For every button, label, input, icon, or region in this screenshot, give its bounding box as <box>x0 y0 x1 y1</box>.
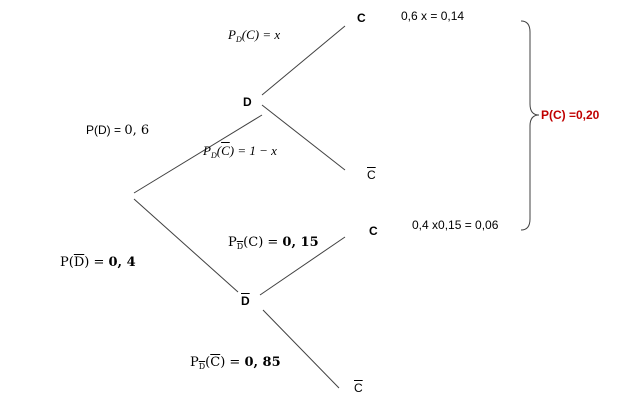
label-p-d-value: 0, 6 <box>124 123 150 138</box>
label-pdbar-c-sub: D <box>236 242 244 251</box>
edge-d-cbar <box>261 104 346 171</box>
label-pd-cbar-event: C <box>221 143 230 158</box>
label-p-dbar-event: D <box>73 255 85 270</box>
label-p-d: P(D) = 0, 6 <box>86 124 149 137</box>
summation-brace <box>520 20 540 231</box>
result-top: 0,6 x = 0,14 <box>401 9 465 23</box>
label-pdbar-c: PD(C) = 0, 15 <box>228 236 319 251</box>
result-low: 0,4 x0,15 = 0,06 <box>412 218 499 232</box>
edge-root-d <box>133 114 263 194</box>
label-pdbar-cbar: PD(C) = 0, 85 <box>190 356 281 371</box>
label-pdbar-cbar-open: ( <box>205 355 211 370</box>
label-pdbar-cbar-sub: D <box>198 362 206 371</box>
node-d: D <box>243 95 252 109</box>
node-cbar-top: C <box>367 168 376 182</box>
label-p-dbar-value: 0, 4 <box>108 255 136 270</box>
label-pdbar-cbar-value: 0, 85 <box>244 355 281 370</box>
node-c-top: C <box>357 11 366 25</box>
edge-dbar-c <box>259 236 346 296</box>
label-p-d-prefix: P(D) = <box>86 123 125 137</box>
label-pd-cbar: PD(C) = 1 − x <box>203 144 277 160</box>
label-pd-cbar-open: ( <box>216 143 222 158</box>
edge-dbar-cbar <box>262 309 340 389</box>
label-pd-cbar-p: P <box>203 143 211 158</box>
label-pdbar-c-arg: (C) = <box>243 235 283 250</box>
node-cbar-low: C <box>354 381 363 395</box>
label-pd-c: PD(C) = x <box>228 28 280 44</box>
label-p-dbar-p: P( <box>60 255 74 270</box>
label-pdbar-cbar-close: ) = <box>220 355 245 370</box>
label-pdbar-c-value: 0, 15 <box>282 235 319 250</box>
node-c-low: C <box>369 224 378 238</box>
label-pdbar-c-p: P <box>228 235 237 250</box>
label-p-dbar: P(D) = 0, 4 <box>60 256 136 269</box>
label-pdbar-cbar-event: C <box>210 355 221 370</box>
label-p-dbar-close: ) = <box>84 255 109 270</box>
node-dbar: D <box>241 294 250 308</box>
label-pd-c-sub: D <box>235 35 242 44</box>
label-pd-cbar-rest: ) = 1 − x <box>229 143 277 158</box>
edge-d-c <box>261 25 346 96</box>
label-pd-c-arg: (C) = x <box>241 27 281 42</box>
edge-root-dbar <box>133 198 239 293</box>
label-pd-c-p: P <box>228 27 236 42</box>
result-total: P(C) =0,20 <box>541 108 600 122</box>
label-pd-cbar-sub: D <box>210 151 217 160</box>
label-pdbar-cbar-p: P <box>190 355 199 370</box>
